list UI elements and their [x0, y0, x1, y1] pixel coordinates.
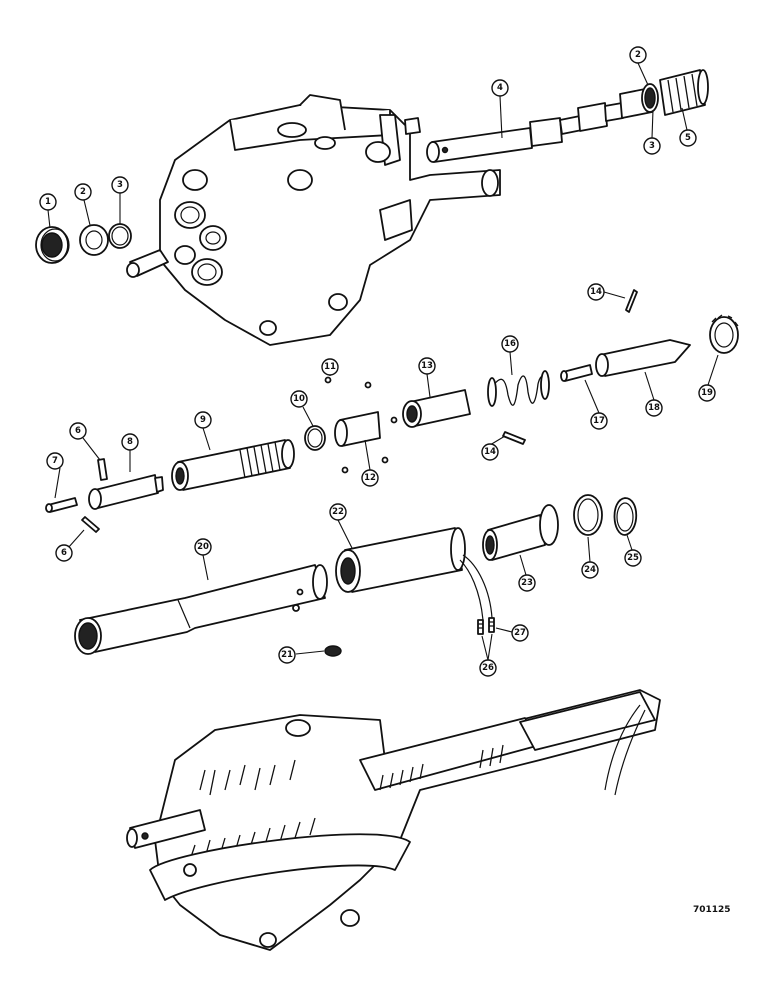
callout-label: 25	[627, 553, 639, 563]
callout-label: 9	[200, 415, 206, 425]
seal-rings-left	[35, 223, 132, 264]
callout-label: 1	[45, 197, 51, 207]
callout-27: 27	[511, 624, 529, 642]
callout-1: 1	[39, 193, 57, 211]
callout-label: 23	[521, 578, 533, 588]
callout-4: 4	[491, 79, 509, 97]
callout-label: 24	[584, 565, 596, 575]
callout-8: 8	[121, 433, 139, 451]
callout-6-upper: 6	[69, 422, 87, 440]
callout-13: 13	[418, 357, 436, 375]
callout-label: 11	[324, 362, 336, 372]
callout-label: 2	[635, 50, 641, 60]
callout-25: 25	[624, 549, 642, 567]
callout-label: 22	[332, 507, 344, 517]
callout-20: 20	[194, 538, 212, 556]
callout-24: 24	[581, 561, 599, 579]
callout-2: 2	[74, 183, 92, 201]
callout-14-lower: 14	[481, 443, 499, 461]
callout-label: 17	[593, 416, 605, 426]
middle-parts	[45, 289, 739, 533]
valve-body-top	[126, 94, 501, 346]
callout-label: 16	[504, 339, 516, 349]
callout-16: 16	[501, 335, 519, 353]
callout-18: 18	[645, 399, 663, 417]
callout-10: 10	[290, 390, 308, 408]
callout-label: 2	[80, 187, 86, 197]
callout-label: 8	[127, 437, 133, 447]
callout-12: 12	[361, 469, 379, 487]
callout-5: 5	[679, 129, 697, 147]
callout-label: 3	[649, 141, 655, 151]
callout-label: 18	[648, 403, 660, 413]
callout-21: 21	[278, 646, 296, 664]
callout-3-top: 3	[643, 137, 661, 155]
callout-label: 7	[52, 456, 58, 466]
callout-label: 12	[364, 473, 376, 483]
callout-label: 3	[117, 180, 123, 190]
callout-label: 21	[281, 650, 293, 660]
callout-label: 4	[497, 83, 503, 93]
callout-6-lower: 6	[55, 544, 73, 562]
callout-3: 3	[111, 176, 129, 194]
lower-parts	[74, 494, 638, 657]
callout-label: 27	[514, 628, 526, 638]
callout-17: 17	[590, 412, 608, 430]
callout-label: 14	[590, 287, 602, 297]
callout-label: 13	[421, 361, 433, 371]
callout-2-top: 2	[629, 46, 647, 64]
callout-26: 26	[479, 659, 497, 677]
callout-22: 22	[329, 503, 347, 521]
callout-label: 5	[685, 133, 691, 143]
callout-label: 14	[484, 447, 496, 457]
callout-11: 11	[321, 358, 339, 376]
callout-7: 7	[46, 452, 64, 470]
callout-label: 26	[482, 663, 494, 673]
callout-label: 6	[75, 426, 81, 436]
callout-label: 10	[293, 394, 305, 404]
callout-19: 19	[698, 384, 716, 402]
callout-label: 19	[701, 388, 713, 398]
callout-14-top: 14	[587, 283, 605, 301]
callout-label: 6	[61, 548, 67, 558]
spool-spring-top	[641, 69, 709, 116]
callout-23: 23	[518, 574, 536, 592]
cutaway-assembly	[126, 689, 661, 951]
spool-4	[426, 87, 653, 163]
drawing-number: 701125	[693, 905, 731, 915]
callouts: 1 2 3 2 3 4 5 14 16 13 11 10 9 8 6 7 6 1…	[39, 46, 716, 677]
callout-label: 20	[197, 542, 209, 552]
callout-9: 9	[194, 411, 212, 429]
